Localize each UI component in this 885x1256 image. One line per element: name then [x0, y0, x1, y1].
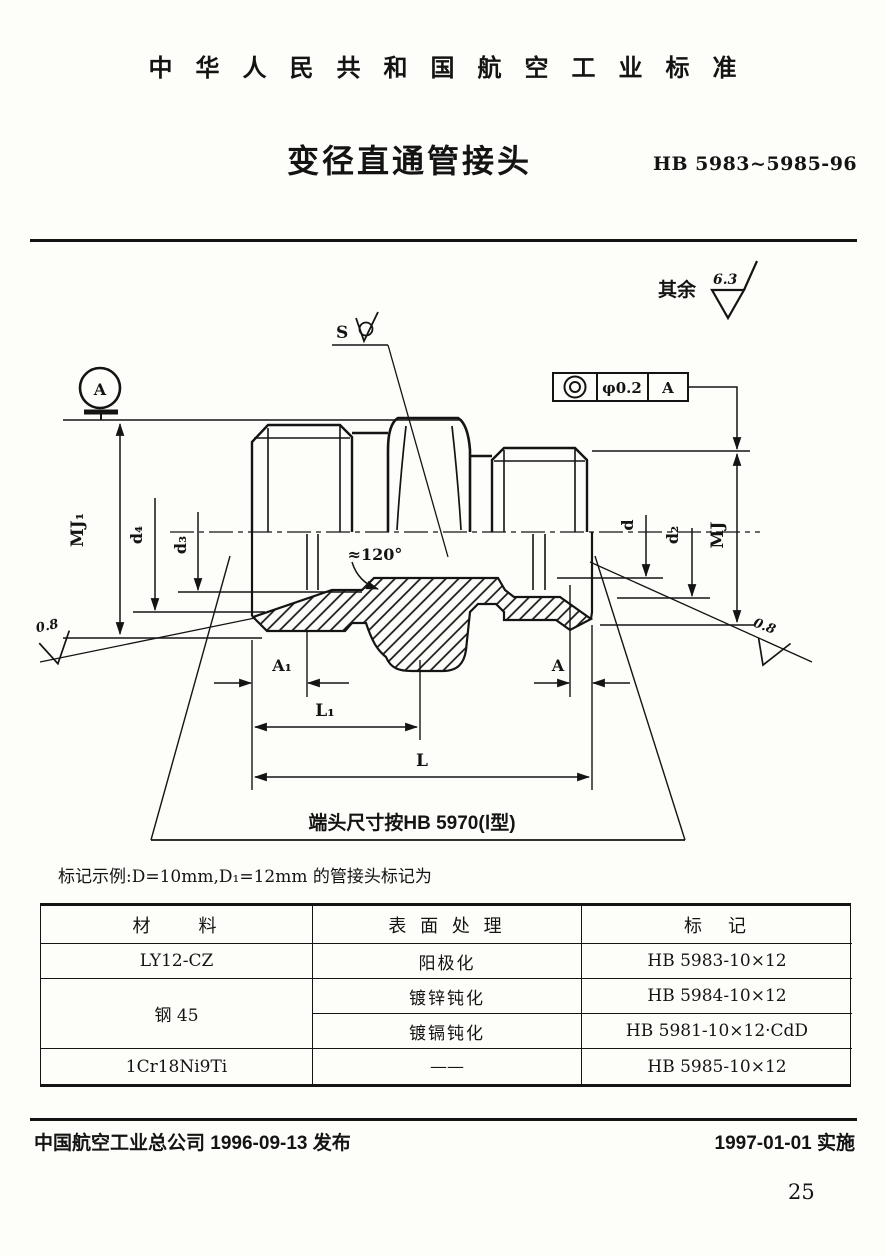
table-cell-marking-5984: HB 5984-10×12 — [582, 979, 852, 1014]
technical-drawing: 其余 6.3 S A φ0.2 A ≈120° 0.8 0.8 MJ₁ d₄ d… — [35, 260, 813, 841]
concentricity-icon-inner — [569, 381, 581, 393]
tolerance-datum: A — [661, 379, 674, 397]
col-header-marking: 标 记 — [582, 906, 852, 944]
table-cell-marking-5981: HB 5981-10×12·CdD — [582, 1014, 852, 1049]
s-surface-symbol — [332, 311, 449, 558]
datum-a-symbol — [78, 366, 122, 420]
table-cell-treatment-zinc: 镀锌钝化 — [313, 979, 582, 1014]
marking-example-line: 标记示例:D=10mm,D₁=12mm 的管接头标记为 — [58, 867, 432, 887]
concentricity-icon — [563, 375, 587, 399]
footer-implementation-date: 1997-01-01 实施 — [714, 1133, 855, 1154]
roughness-right-value: 0.8 — [751, 616, 777, 638]
tolerance-value: φ0.2 — [602, 379, 642, 397]
surplus-label: 其余 — [658, 278, 697, 301]
dimension-lines — [115, 386, 742, 782]
dim-mj1-label: MJ₁ — [68, 513, 88, 547]
table-cell-treatment-none: —— — [313, 1049, 582, 1084]
tolerance-frame — [552, 372, 689, 402]
dim-l1-label: L₁ — [315, 701, 334, 721]
end-note-text: 端头尺寸按HB 5970(Ⅰ型) — [308, 811, 515, 834]
page-number: 25 — [788, 1180, 815, 1204]
standard-number: HB 5983~5985-96 — [653, 153, 858, 175]
dim-l-label: L — [416, 751, 428, 771]
dim-a-label: A — [551, 656, 565, 675]
table-cell-marking-5985: HB 5985-10×12 — [647, 1056, 787, 1077]
angle-note: ≈120° — [348, 545, 403, 564]
surplus-roughness-symbol — [710, 260, 759, 321]
col-header-material: 材 料 — [41, 906, 313, 944]
table-cell-material-steel45: 钢 45 — [41, 979, 313, 1049]
col-header-treatment: 表 面 处 理 — [313, 906, 582, 944]
dim-mj-label: MJ — [708, 522, 728, 549]
dim-d2-label: d₂ — [663, 526, 682, 544]
document-title: 变径直通管接头 — [287, 143, 533, 179]
footer-divider-rule — [30, 1118, 857, 1121]
footer-publisher: 中国航空工业总公司 1996-09-13 发布 — [34, 1133, 351, 1154]
part-section-lower — [250, 532, 594, 673]
roughness-left-symbol — [38, 617, 256, 666]
table-cell-treatment-cadmium: 镀镉钝化 — [313, 1014, 582, 1049]
part-outline-upper — [250, 416, 589, 532]
roughness-left-value: 0.8 — [35, 617, 60, 636]
table-cell-material-ly12: LY12-CZ — [41, 944, 313, 979]
datum-a-label: A — [93, 380, 107, 399]
page-header-standard-name: 中华人民共和国航空工业标准 — [148, 55, 760, 82]
s-label: S — [336, 323, 348, 343]
dim-a1-label: A₁ — [271, 656, 291, 675]
dim-d-label: d — [618, 519, 637, 530]
header-divider-rule — [30, 239, 857, 242]
material-marking-table: 材 料 表 面 处 理 标 记 LY12-CZ 阳极化 HB 5983-10×1… — [40, 903, 852, 1087]
table-cell-treatment-anodize: 阳极化 — [313, 944, 582, 979]
dim-d4-label: d₄ — [127, 526, 146, 544]
dim-d3-label: d₃ — [171, 536, 190, 554]
end-note-funnel — [150, 555, 686, 841]
surplus-roughness-value: 6.3 — [713, 272, 738, 288]
table-cell-marking-5983: HB 5983-10×12 — [582, 944, 852, 979]
table-cell-material-1cr18ni9ti: 1Cr18Ni9Ti — [41, 1049, 313, 1084]
roughness-right-symbol — [589, 561, 813, 667]
